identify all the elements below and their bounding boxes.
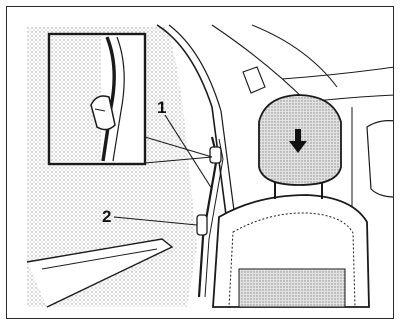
belt-guide — [197, 215, 207, 235]
sunvisor — [243, 67, 265, 93]
car-interior-drawing — [7, 7, 394, 319]
rear-window — [367, 121, 394, 197]
callout-2-label: 2 — [102, 208, 111, 225]
detail-inset — [49, 34, 145, 164]
roof-line — [212, 25, 307, 102]
diagram-frame: 1 2 — [6, 6, 394, 319]
seat-lower-panel — [239, 269, 345, 307]
roof-line-3 — [282, 67, 394, 79]
callout-1-label: 1 — [157, 99, 166, 116]
belt-height-adjuster — [210, 147, 221, 163]
